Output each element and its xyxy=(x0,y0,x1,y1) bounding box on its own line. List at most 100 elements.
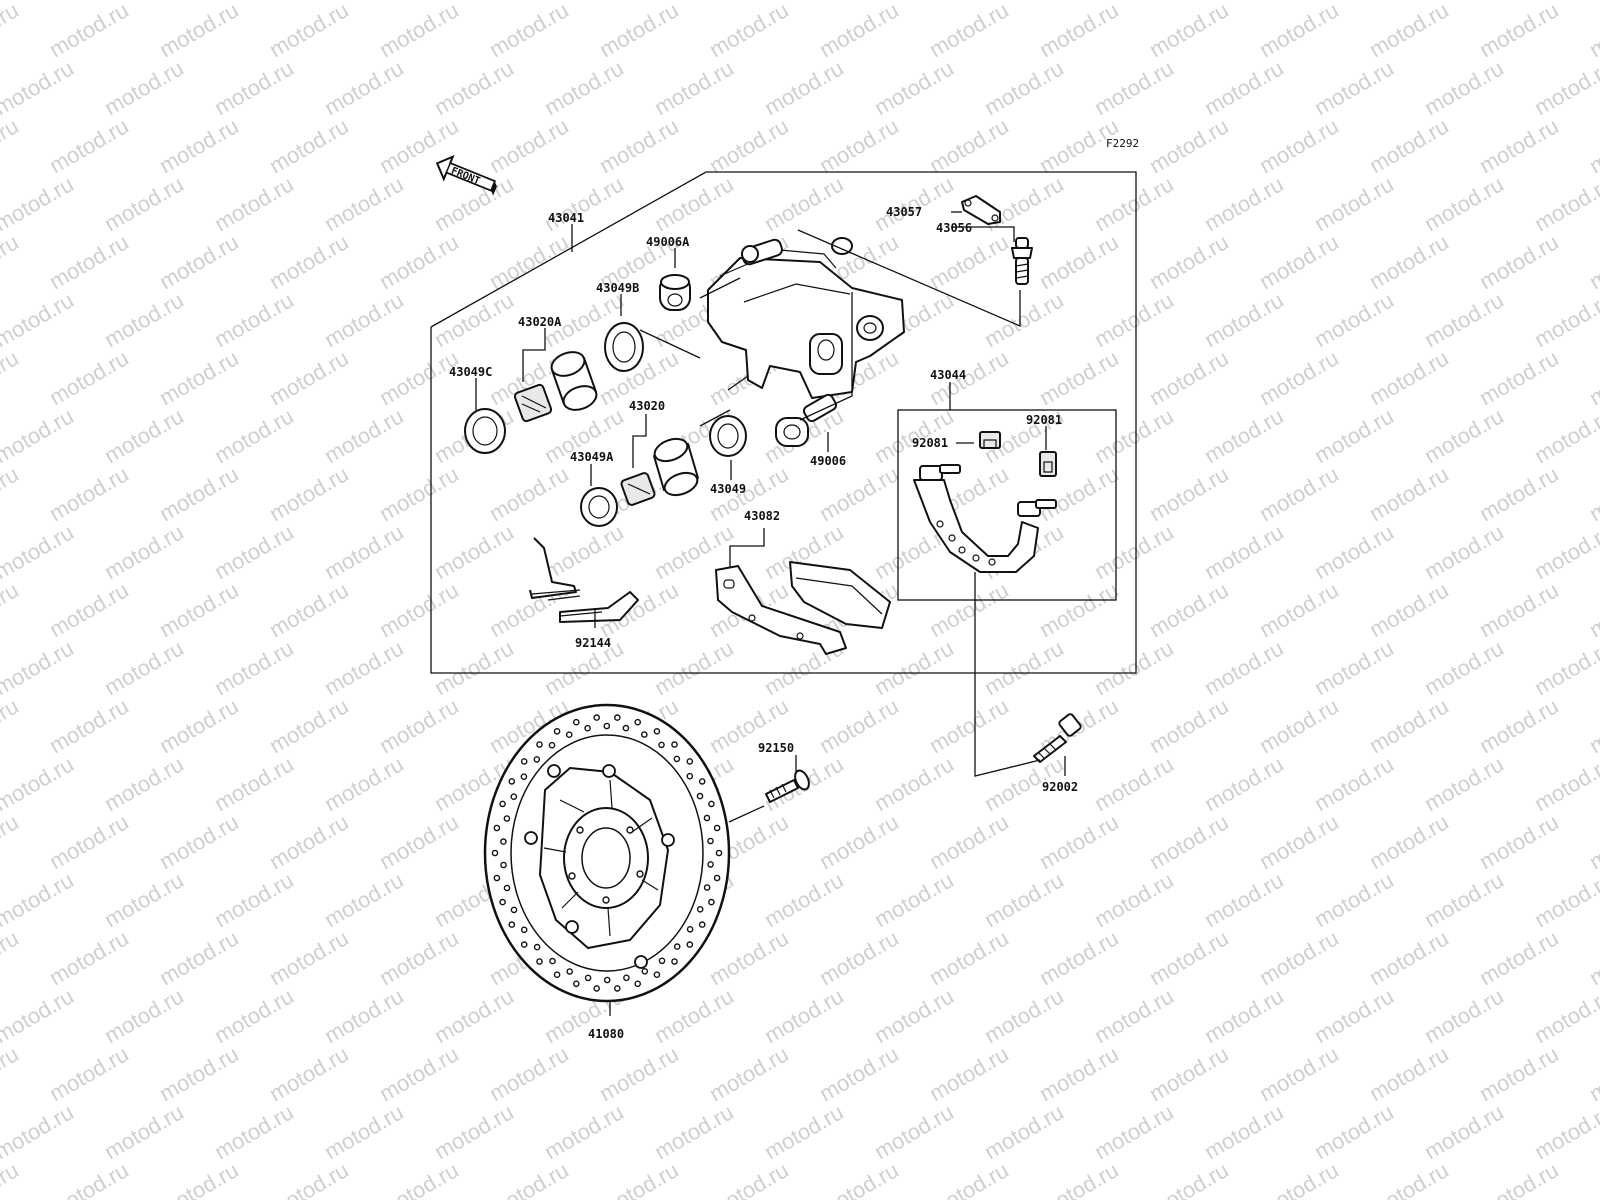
disc-drill-hole xyxy=(707,861,714,868)
disc-drill-hole xyxy=(553,971,561,979)
part-label-92002[interactable]: 92002 xyxy=(1042,780,1078,794)
disc-drill-hole xyxy=(713,824,721,832)
seal-43049a xyxy=(580,487,618,527)
part-label-49006[interactable]: 49006 xyxy=(810,454,846,468)
part-label-43041[interactable]: 43041 xyxy=(548,211,584,225)
bolt-92150 xyxy=(765,769,810,803)
disc-drill-hole xyxy=(520,758,528,765)
part-label-43057[interactable]: 43057 xyxy=(886,205,922,219)
bleeder-valve-43056 xyxy=(1011,237,1033,285)
part-label-43056[interactable]: 43056 xyxy=(936,221,972,235)
disc-drill-hole xyxy=(614,714,621,721)
part-label-43020[interactable]: 43020 xyxy=(629,399,665,413)
disc-drill-hole xyxy=(698,921,706,928)
leader-lines xyxy=(475,211,1066,1016)
spring-92144 xyxy=(529,537,639,623)
disc-drill-hole xyxy=(707,837,714,845)
seal-43049 xyxy=(709,415,747,457)
caliper-body xyxy=(707,237,905,399)
disc-drill-hole xyxy=(553,728,561,735)
disc-drill-hole xyxy=(491,849,499,857)
part-label-43049a[interactable]: 43049A xyxy=(570,450,614,464)
disc-drill-hole xyxy=(634,980,642,988)
disc-drill-hole xyxy=(493,874,501,882)
disc-drill-hole xyxy=(549,957,556,965)
part-label-41080[interactable]: 41080 xyxy=(588,1027,624,1041)
disc-drill-hole xyxy=(708,898,715,906)
disc-drill-hole xyxy=(623,974,630,982)
boot-43020a xyxy=(513,383,553,423)
disc-drill-hole xyxy=(603,976,611,984)
disc-drill-hole xyxy=(548,741,556,749)
pad-spring-92081-right xyxy=(1039,451,1057,477)
disc-drill-hole xyxy=(703,814,711,822)
disc-drill-hole xyxy=(715,849,723,857)
disc-drill-hole xyxy=(658,741,665,749)
disc-drill-hole xyxy=(508,921,516,928)
disc-drill-hole xyxy=(584,974,592,982)
disc-drill-hole xyxy=(671,741,678,748)
disc-drill-hole xyxy=(520,941,528,948)
disc-drill-hole xyxy=(653,971,661,979)
seal-43049b xyxy=(604,322,644,372)
disc-drill-hole xyxy=(573,980,580,988)
bracket-assembly-outline xyxy=(897,409,1117,601)
figure-code: F2292 xyxy=(1106,137,1139,150)
caliper-bracket-43044 xyxy=(913,464,1057,573)
disc-drill-hole xyxy=(696,792,704,800)
disc-drill-hole xyxy=(622,724,630,732)
seal-43049c xyxy=(464,408,506,454)
part-label-43049c[interactable]: 43049C xyxy=(449,365,492,379)
disc-drill-hole xyxy=(673,755,681,763)
disc-drill-hole xyxy=(698,778,706,785)
disc-drill-hole xyxy=(673,943,681,950)
part-label-92081-left[interactable]: 92081 xyxy=(912,436,948,450)
disc-drill-hole xyxy=(614,985,621,992)
boot-43020 xyxy=(620,472,656,506)
disc-drill-hole xyxy=(536,958,543,965)
part-label-43049b[interactable]: 43049B xyxy=(596,281,639,295)
disc-drill-hole xyxy=(533,756,541,763)
disc-drill-hole xyxy=(641,968,649,975)
disc-drill-hole xyxy=(671,958,678,965)
disc-drill-hole xyxy=(510,906,518,914)
part-label-43082[interactable]: 43082 xyxy=(744,509,780,523)
disc-drill-hole xyxy=(510,793,518,801)
disc-drill-hole xyxy=(566,968,574,975)
bleeder-cap-43057 xyxy=(961,195,1001,225)
part-label-92081-right[interactable]: 92081 xyxy=(1026,413,1062,427)
disc-drill-hole xyxy=(536,741,543,748)
disc-drill-hole xyxy=(503,884,511,892)
piston-43020 xyxy=(653,437,699,497)
disc-drill-hole xyxy=(658,957,666,965)
disc-drill-hole xyxy=(708,800,715,808)
disc-drill-hole xyxy=(641,731,648,738)
part-label-43044[interactable]: 43044 xyxy=(930,368,966,382)
disc-drill-hole xyxy=(533,943,541,951)
part-label-92150[interactable]: 92150 xyxy=(758,741,794,755)
disc-drill-hole xyxy=(500,861,507,869)
disc-drill-hole xyxy=(573,718,580,726)
piston-43020a xyxy=(550,351,598,411)
disc-drill-hole xyxy=(493,824,501,832)
pad-spring-92081-left xyxy=(979,431,1001,449)
part-label-92144[interactable]: 92144 xyxy=(575,636,611,650)
disc-drill-hole xyxy=(686,941,694,948)
disc-drill-hole xyxy=(686,772,694,780)
sleeve-49006a xyxy=(659,274,691,311)
brake-disc-41080 xyxy=(483,703,731,1003)
disc-drill-hole xyxy=(653,728,661,735)
disc-drill-hole xyxy=(520,773,528,781)
part-label-43049[interactable]: 43049 xyxy=(710,482,746,496)
disc-drill-hole xyxy=(593,985,601,992)
brake-pads-43082 xyxy=(715,561,891,655)
disc-drill-hole xyxy=(500,838,507,845)
disc-drill-hole xyxy=(503,815,511,822)
disc-drill-hole xyxy=(696,906,704,913)
disc-drill-hole xyxy=(603,722,611,730)
part-label-43020a[interactable]: 43020A xyxy=(518,315,562,329)
disc-drill-hole xyxy=(499,800,506,808)
part-label-49006a[interactable]: 49006A xyxy=(646,235,690,249)
